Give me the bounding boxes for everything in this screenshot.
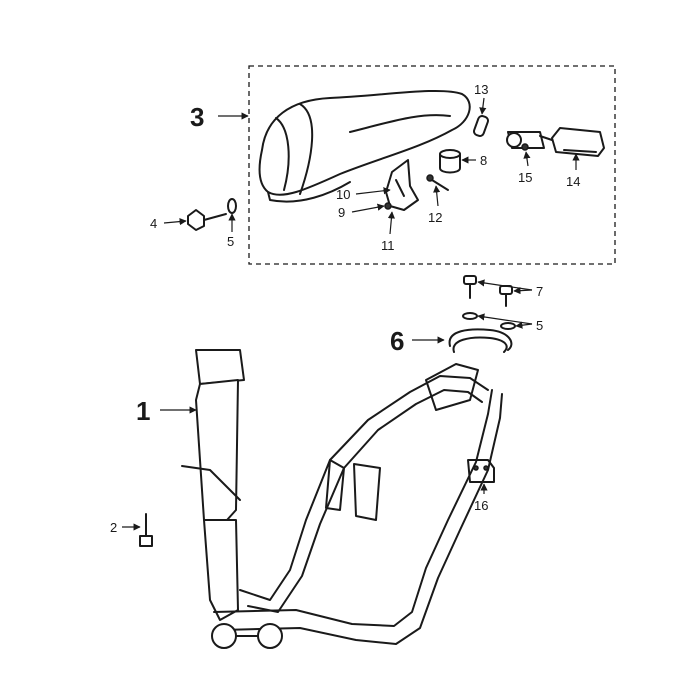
callout-5-upper: 5 [227,234,234,249]
grab-handle-6 [448,328,513,353]
bolt-4 [187,209,227,231]
bolt-2 [139,513,153,547]
leader-4 [163,218,187,226]
leader-13 [479,97,487,115]
callout-10: 10 [336,187,350,202]
washer-5-lower-left [462,312,478,320]
bushing-8 [439,149,461,174]
callout-15: 15 [518,170,532,185]
callout-12: 12 [428,210,442,225]
callout-14: 14 [566,174,580,189]
leader-9 [351,203,385,213]
screw-12 [426,174,449,191]
callout-9: 9 [338,205,345,220]
pin-13 [473,115,489,137]
latch-15 [506,131,553,151]
frame-drawing [181,349,503,649]
leader-5b [515,321,533,329]
callout-16: 16 [474,498,488,513]
washer-5-lower-right [500,322,516,330]
leader-15 [523,151,531,167]
callout-13: 13 [474,82,488,97]
hinge-bracket-11 [384,159,419,211]
callout-7: 7 [536,284,543,299]
seat-assembly-group-box [248,65,616,265]
leader-10 [355,187,391,195]
bolt-7-right [499,285,513,307]
seat-drawing [258,89,471,203]
callout-8: 8 [480,153,487,168]
bolt-7-left [463,275,477,299]
callout-2: 2 [110,520,117,535]
callout-4: 4 [150,216,157,231]
leader-12 [433,185,441,207]
leader-5a [477,313,533,325]
cover-14 [551,127,605,157]
callout-11: 11 [381,238,395,253]
callout-6: 6 [390,326,404,356]
leader-7a [477,279,533,291]
callout-3: 3 [190,102,204,132]
callout-5-lower: 5 [536,318,543,333]
callout-1: 1 [136,396,150,426]
leader-11 [387,211,395,235]
leader-7b [513,287,533,295]
washer-5-upper [227,198,237,214]
